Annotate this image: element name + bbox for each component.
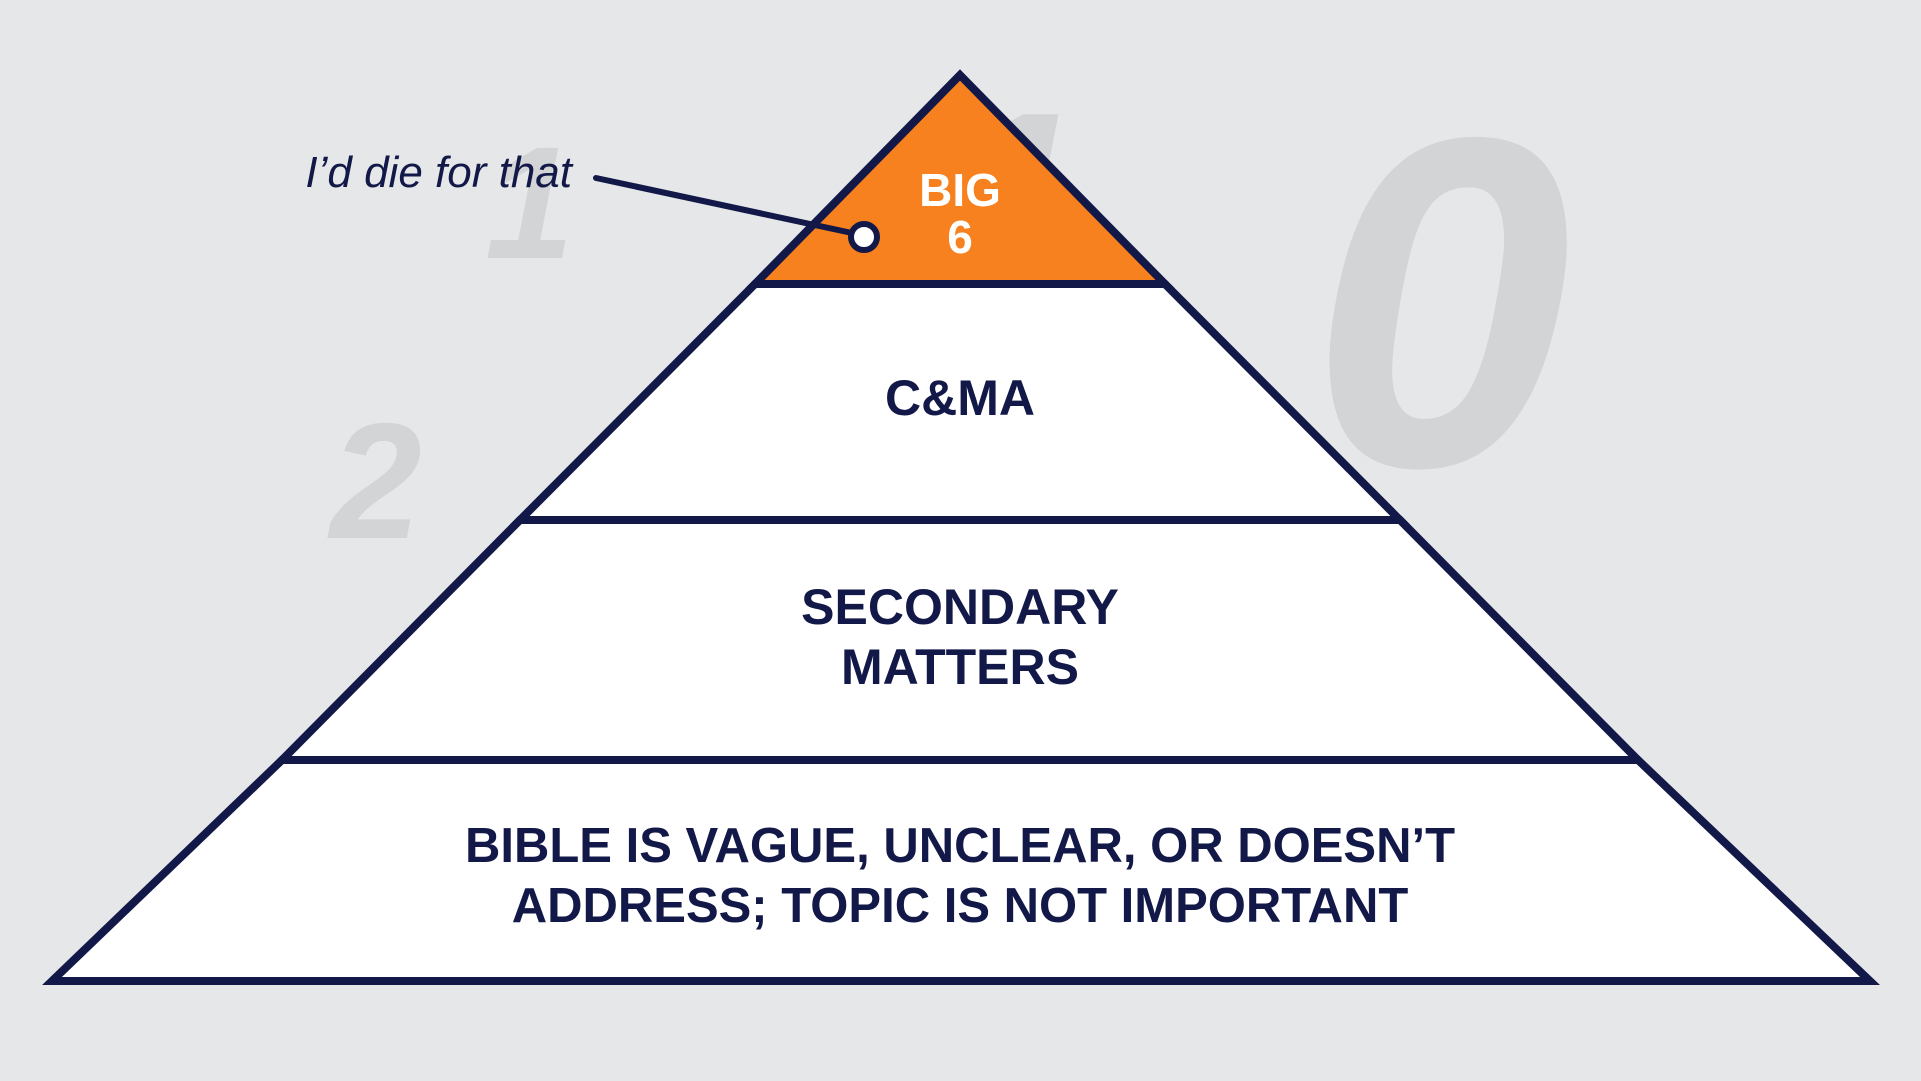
tier-top-label-line-1: BIG: [919, 164, 1001, 216]
annotation-leader-line: [593, 175, 855, 236]
background-digit-two: 2: [327, 389, 422, 573]
annotation-pointer-dot: [848, 221, 880, 253]
tier-bottom-label-line-1: BIBLE IS VAGUE, UNCLEAR, OR DOESN’T: [465, 819, 1455, 873]
tier-bottom-label-line-2: ADDRESS; TOPIC IS NOT IMPORTANT: [512, 879, 1409, 933]
tier-top-label-line-2: 6: [947, 211, 973, 263]
background-digit-one-small: 1: [485, 113, 574, 292]
tier-bible-vague: [42, 756, 1880, 985]
annotation-text: I’d die for that: [305, 148, 573, 197]
tier-secondary-label-line-2: MATTERS: [841, 639, 1079, 695]
tier-secondary-label-line-1: SECONDARY: [801, 579, 1119, 635]
tier-cma-label: C&MA: [885, 370, 1035, 426]
